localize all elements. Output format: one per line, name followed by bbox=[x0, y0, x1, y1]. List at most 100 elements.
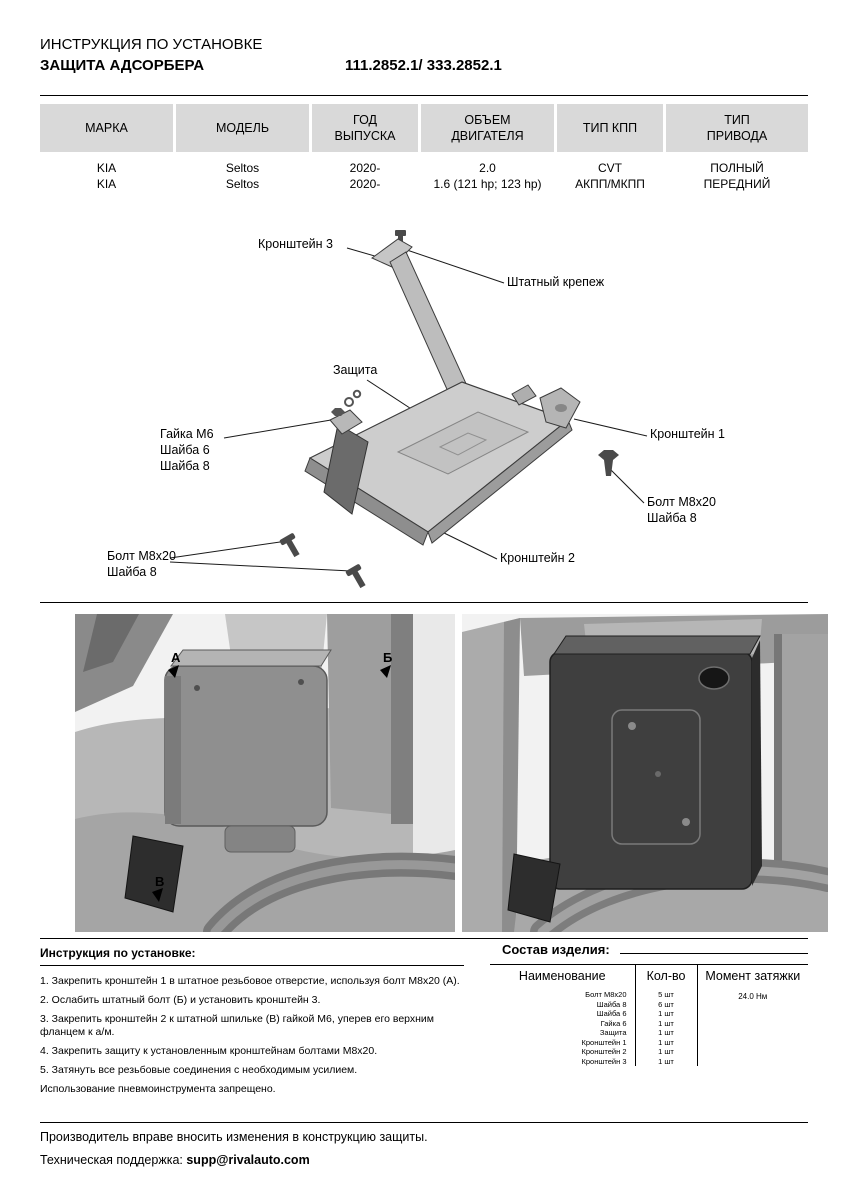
manufacturer-note: Производитель вправе вносить изменения в… bbox=[40, 1130, 428, 1144]
part-name: Гайка 6 bbox=[600, 1018, 627, 1028]
parts-row: Кронштейн 3 1 шт bbox=[490, 1056, 808, 1066]
spec-header-drive: ТИП ПРИВОДА bbox=[666, 104, 808, 152]
marker-a: А bbox=[168, 650, 181, 678]
parts-title-line bbox=[619, 953, 808, 954]
support-label: Техническая поддержка: bbox=[40, 1153, 183, 1167]
spec-header-engine: ОБЪЕМ ДВИГАТЕЛЯ bbox=[421, 104, 554, 152]
bolt-bottom-left-shape bbox=[279, 533, 300, 558]
installed-shield-shape bbox=[549, 635, 762, 890]
label-bolt-washer-left: Болт М8х20 Шайба 8 bbox=[107, 549, 176, 579]
label-bolt-washer-right: Болт М8х20 Шайба 8 bbox=[647, 495, 716, 525]
part-qty: 1 шт bbox=[634, 1018, 698, 1028]
part-name: Болт М8х20 bbox=[585, 990, 627, 999]
parts-list: Состав изделия: Наименование Кол-во Моме… bbox=[490, 942, 808, 1066]
instruction-note: Использование пневмоинструмента запрещен… bbox=[40, 1083, 276, 1095]
parts-header-name: Наименование bbox=[518, 969, 606, 983]
part-qty: 1 шт bbox=[634, 1047, 698, 1057]
part-qty: 1 шт bbox=[634, 1037, 698, 1047]
part-name: Кронштейн 1 bbox=[581, 1037, 627, 1047]
instruction-step: 4. Закрепить защиту к установленным крон… bbox=[40, 1045, 378, 1057]
parts-row: Гайка 6 1 шт bbox=[490, 1018, 808, 1028]
label-shield: Защита bbox=[333, 363, 378, 377]
label-bracket3: Кронштейн 3 bbox=[258, 237, 333, 251]
spec-cell: АКПП/МКПП bbox=[575, 177, 645, 191]
svg-text:В: В bbox=[155, 874, 164, 889]
installed-bracket-shape bbox=[507, 853, 561, 923]
parts-row: Шайба 6 1 шт bbox=[490, 1009, 808, 1019]
svg-text:А: А bbox=[171, 650, 181, 665]
bracket1-shape bbox=[511, 384, 581, 429]
marker-b: Б bbox=[380, 650, 392, 678]
shield-shape bbox=[304, 381, 573, 546]
parts-row: Болт М8х20 5 шт 24.0 Нм bbox=[490, 990, 808, 1001]
spec-row: KIA Seltos 2020- 2.0 CVT ПОЛНЫЙ bbox=[40, 152, 808, 176]
spec-cell: ПЕРЕДНИЙ bbox=[703, 177, 771, 191]
divider-footer bbox=[40, 1122, 808, 1123]
installed-bracket-shape bbox=[124, 835, 184, 913]
spec-cell: KIA bbox=[96, 177, 117, 191]
bolt-right-shape bbox=[598, 450, 619, 476]
svg-text:Б: Б bbox=[383, 650, 392, 665]
instruction-step: 5. Затянуть все резьбовые соединения с н… bbox=[40, 1064, 358, 1076]
nut-washers-shape bbox=[331, 389, 362, 416]
canister-shape bbox=[164, 649, 332, 853]
support-email: supp@rivalauto.com bbox=[186, 1153, 310, 1167]
instruction-step: 3. Закрепить кронштейн 2 к штатной шпиль… bbox=[40, 1013, 435, 1038]
photo-mount-locations-image: А Б В bbox=[75, 614, 467, 944]
spec-header-gearbox: ТИП КПП bbox=[557, 104, 663, 152]
marker-v: В bbox=[152, 874, 164, 902]
instruction-step: 1. Закрепить кронштейн 1 в штатное резьб… bbox=[40, 975, 460, 987]
spec-cell: ПОЛНЫЙ bbox=[710, 161, 764, 175]
spec-cell: 1.6 (121 hp; 123 hp) bbox=[433, 177, 542, 191]
part-qty: 1 шт bbox=[634, 1009, 698, 1019]
photo-installed-shield bbox=[462, 614, 840, 944]
parts-header-torque: Момент затяжки bbox=[705, 969, 801, 983]
instructions-title-underline bbox=[40, 965, 464, 966]
bracket3-shape bbox=[371, 230, 469, 397]
photo-installed-shield-image bbox=[462, 614, 840, 944]
divider-top bbox=[40, 95, 808, 96]
spec-row: KIA Seltos 2020- 1.6 (121 hp; 123 hp) АК… bbox=[40, 176, 808, 192]
parts-table: Наименование Кол-во Момент затяжки Болт … bbox=[490, 964, 808, 1066]
bolt-bottom-center-shape bbox=[345, 564, 366, 589]
part-name: Шайба 6 bbox=[596, 1009, 627, 1018]
label-bracket1: Кронштейн 1 bbox=[650, 427, 725, 441]
spec-header-brand: МАРКА bbox=[40, 104, 173, 152]
spec-cell: 2020- bbox=[349, 161, 381, 175]
part-qty: 5 шт bbox=[634, 990, 698, 1000]
photo-mount-locations: А Б В bbox=[75, 614, 467, 944]
spec-cell: 2.0 bbox=[479, 161, 496, 175]
parts-title: Состав изделия: bbox=[502, 942, 610, 957]
support-line: Техническая поддержка: supp@rivalauto.co… bbox=[40, 1153, 310, 1167]
installation-instructions: Инструкция по установке: 1. Закрепить кр… bbox=[40, 946, 464, 1102]
label-nut-washers: Гайка М6 Шайба 6 Шайба 8 bbox=[160, 427, 214, 473]
spec-cell: KIA bbox=[96, 161, 117, 175]
label-stock-fastener: Штатный крепеж bbox=[507, 275, 605, 289]
spec-cell: Seltos bbox=[225, 177, 260, 191]
parts-title-row: Состав изделия: bbox=[490, 942, 808, 957]
spec-cell: 2020- bbox=[349, 177, 381, 191]
exploded-diagram: Кронштейн 3 Штатный крепеж Защита Гайка … bbox=[0, 228, 848, 608]
part-qty: 1 шт bbox=[634, 1056, 698, 1066]
divider-photos-top bbox=[40, 602, 808, 603]
product-title: ЗАЩИТА АДСОРБЕРА bbox=[40, 57, 205, 74]
part-torque: 24.0 Нм bbox=[738, 992, 768, 1001]
instruction-step: 2. Ослабить штатный болт (Б) и установит… bbox=[40, 994, 321, 1006]
parts-row: Кронштейн 1 1 шт bbox=[490, 1037, 808, 1047]
vehicle-spec-table: МАРКА МОДЕЛЬ ГОД ВЫПУСКА ОБЪЕМ ДВИГАТЕЛЯ… bbox=[37, 104, 811, 192]
part-name: Защита bbox=[599, 1028, 627, 1037]
part-name: Кронштейн 2 bbox=[581, 1047, 627, 1056]
part-qty: 6 шт bbox=[634, 999, 698, 1009]
part-name: Шайба 8 bbox=[596, 999, 627, 1009]
part-name: Кронштейн 3 bbox=[581, 1056, 627, 1066]
spec-header-year: ГОД ВЫПУСКА bbox=[312, 104, 418, 152]
divider-photos-bottom bbox=[40, 938, 808, 939]
parts-row: Защита 1 шт bbox=[490, 1028, 808, 1038]
part-numbers: 111.2852.1/ 333.2852.1 bbox=[345, 57, 502, 74]
label-bracket2: Кронштейн 2 bbox=[500, 551, 575, 565]
spec-cell: Seltos bbox=[225, 161, 260, 175]
spec-cell: CVT bbox=[598, 161, 622, 175]
parts-row: Кронштейн 2 1 шт bbox=[490, 1047, 808, 1057]
parts-row: Шайба 8 6 шт bbox=[490, 999, 808, 1009]
